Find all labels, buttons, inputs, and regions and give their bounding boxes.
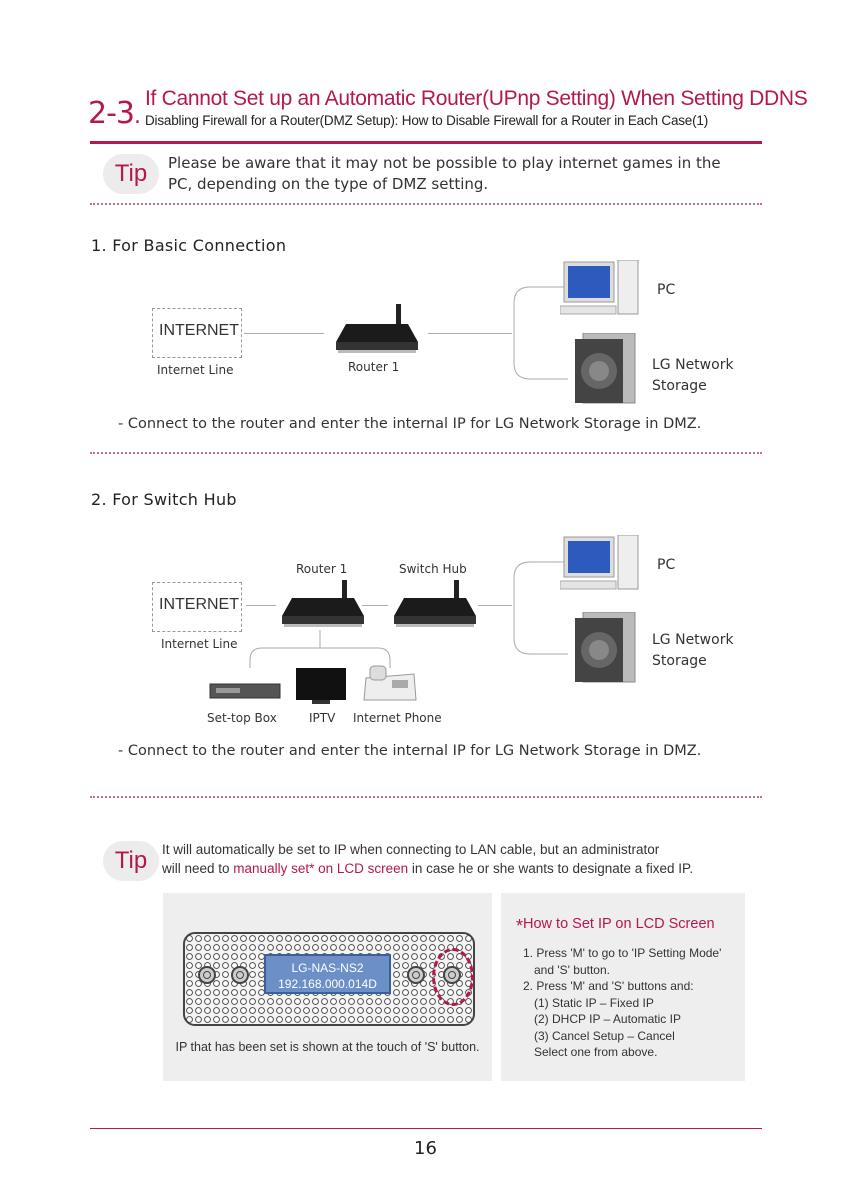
storage-label: LG Network Storage	[652, 632, 734, 669]
lcd-caption: IP that has been set is shown at the tou…	[175, 1040, 480, 1054]
internet-phone-label: Internet Phone	[353, 711, 442, 725]
page-subtitle: Disabling Firewall for a Router(DMZ Setu…	[145, 113, 709, 128]
internet-line-label: Internet Line	[161, 637, 238, 651]
pc-icon	[560, 260, 639, 315]
router-icon	[336, 304, 418, 353]
howto-steps: 1. Press 'M' to go to 'IP Setting Mode' …	[523, 946, 722, 1059]
iptv-label: IPTV	[309, 711, 336, 725]
button-knob-icon	[198, 966, 216, 984]
pc-icon	[560, 535, 639, 590]
tip2-text: It will automatically be set to IP when …	[162, 842, 694, 876]
branch-bracket	[513, 561, 568, 655]
settop-box-icon	[209, 683, 281, 699]
internet-label: INTERNET	[159, 322, 239, 339]
button-knob-icon	[231, 966, 249, 984]
button-knob-icon	[407, 966, 425, 984]
tip-badge: Tip	[103, 841, 159, 881]
howto-title: *How to Set IP on LCD Screen	[516, 916, 715, 936]
pc-label: PC	[657, 557, 676, 573]
section-heading-switch: 2. For Switch Hub	[91, 490, 237, 509]
page-title: If Cannot Set up an Automatic Router(UPn…	[145, 87, 808, 110]
router-label: Router 1	[348, 360, 400, 374]
internet-box: INTERNET	[152, 582, 242, 632]
dotted-divider	[90, 203, 762, 205]
switch-hub-label: Switch Hub	[399, 562, 467, 576]
router-icon	[282, 580, 364, 627]
internet-phone-icon	[363, 665, 417, 701]
internet-label: INTERNET	[159, 596, 239, 613]
title-rule	[90, 141, 762, 144]
tip-badge: Tip	[103, 154, 159, 194]
section-heading-basic: 1. For Basic Connection	[91, 236, 287, 255]
howto-panel	[501, 893, 745, 1081]
router-label: Router 1	[296, 562, 348, 576]
device-branch	[249, 630, 391, 668]
s-button-highlight	[432, 948, 474, 1006]
connection-line	[428, 333, 512, 334]
tip-text: Please be aware that it may not be possi…	[168, 154, 721, 193]
internet-line-label: Internet Line	[157, 363, 234, 377]
nas-icon	[575, 612, 636, 683]
pc-label: PC	[657, 282, 676, 298]
switch-note: - Connect to the router and enter the in…	[118, 743, 702, 759]
lcd-reference-link: manually set* on LCD screen	[233, 861, 409, 876]
connection-line	[362, 605, 388, 606]
basic-note: - Connect to the router and enter the in…	[118, 416, 702, 432]
page-number: 16	[414, 1138, 437, 1159]
nas-icon	[575, 333, 636, 404]
iptv-icon	[296, 668, 346, 704]
section-number: 2-3.	[88, 96, 141, 131]
settop-box-label: Set-top Box	[207, 711, 277, 725]
dotted-divider	[90, 452, 762, 454]
connection-line	[246, 605, 276, 606]
lcd-screen: LG-NAS-NS2 192.168.000.014D	[264, 954, 391, 994]
connection-line	[478, 605, 512, 606]
dotted-divider	[90, 796, 762, 798]
switch-hub-icon	[394, 580, 476, 627]
storage-label: LG Network Storage	[652, 357, 734, 394]
internet-box: INTERNET	[152, 308, 242, 358]
footer-rule	[90, 1128, 762, 1129]
branch-bracket	[513, 286, 568, 380]
connection-line	[244, 333, 324, 334]
